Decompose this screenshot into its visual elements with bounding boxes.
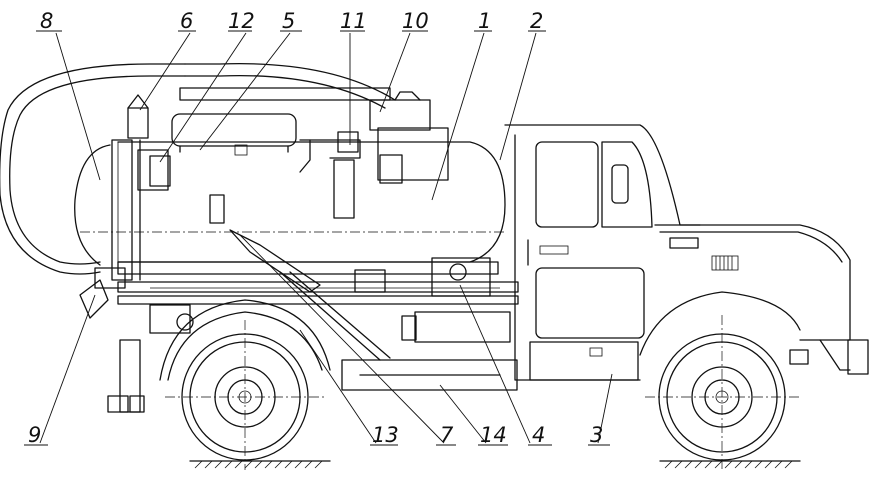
cab [504,124,701,381]
callout-13: 13 [372,423,399,447]
callout-9: 9 [28,423,41,447]
suction-hose [0,63,396,275]
vacuum-tank [74,113,506,266]
ground-lines [189,460,801,469]
callout-14: 14 [480,423,507,447]
rear-wheel [159,299,331,470]
leader-lines [24,30,613,446]
front-wheel [639,291,801,470]
chassis-frame [117,229,519,391]
callout-2: 2 [530,9,543,33]
callout-7: 7 [440,423,454,447]
hood-front [654,224,869,375]
callout-6: 6 [180,9,193,33]
callout-3: 3 [590,423,603,447]
callout-8: 8 [40,9,53,33]
callout-11: 11 [340,9,367,33]
callout-4: 4 [532,423,545,447]
callout-12: 12 [228,9,255,33]
callout-1: 1 [478,9,491,33]
callout-5: 5 [282,9,295,33]
rear-equipment [79,94,171,413]
top-pipework [179,87,449,184]
callout-10: 10 [402,9,429,33]
